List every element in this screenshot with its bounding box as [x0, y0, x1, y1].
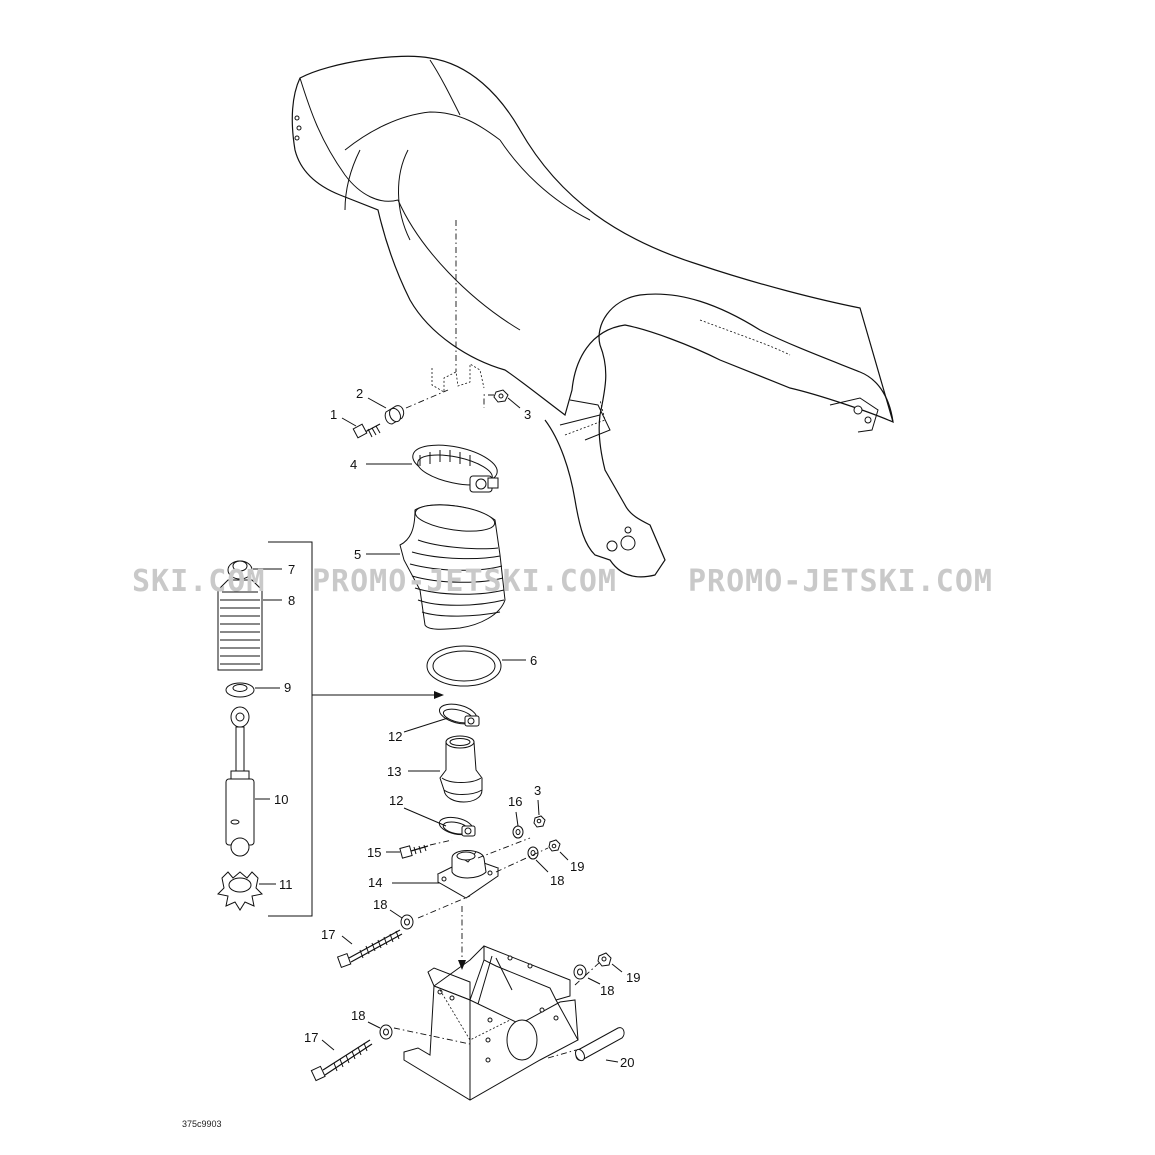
- callout-5: 5: [354, 547, 361, 562]
- watermark-fragment: SKI.COM: [132, 564, 265, 599]
- nut-19-right: [548, 839, 561, 852]
- seat-bracket: [431, 220, 485, 393]
- seat-frame-drawing: [544, 293, 894, 578]
- clamp-4: [412, 444, 499, 493]
- callout-18-right: 18: [550, 873, 564, 888]
- bolt-17-upper: [336, 929, 403, 968]
- callout-7: 7: [288, 562, 295, 577]
- callout-17-upper: 17: [321, 927, 335, 942]
- callout-12-upper: 12: [388, 729, 402, 744]
- callout-1: 1: [330, 407, 337, 422]
- callout-15: 15: [367, 845, 381, 860]
- washer-18-lower: [379, 1024, 393, 1040]
- clamp-12-upper: [438, 703, 480, 727]
- nut-3-lower: [533, 815, 546, 828]
- callout-6: 6: [530, 653, 537, 668]
- callout-8: 8: [288, 593, 295, 608]
- bolt-17-lower: [310, 1039, 373, 1082]
- coupler-13: [439, 735, 483, 803]
- mount-14: [436, 850, 500, 899]
- bolt-15: [399, 844, 429, 859]
- callout-14: 14: [368, 875, 382, 890]
- callout-10: 10: [274, 792, 288, 807]
- bellows-5: [399, 504, 506, 630]
- callout-18-far-right: 18: [600, 983, 614, 998]
- grommet-2: [384, 405, 405, 425]
- nut-19-far-right: [597, 952, 612, 967]
- ring-6: [426, 645, 502, 687]
- callout-3-upper: 3: [524, 407, 531, 422]
- pin-20: [574, 1027, 625, 1062]
- shock-assembly: [216, 560, 264, 911]
- callout-13: 13: [387, 764, 401, 779]
- washer-16: [512, 825, 524, 839]
- bolt-1: [352, 423, 381, 439]
- callout-18-lower: 18: [351, 1008, 365, 1023]
- callout-18-upper: 18: [373, 897, 387, 912]
- seat-drawing: [291, 55, 894, 424]
- callout-9: 9: [284, 680, 291, 695]
- callout-leaders: [321, 397, 623, 1063]
- callout-labels: 1 2 3 4 5 6 7 8 9 10 11 12 13 12 14 15 1…: [274, 386, 640, 1070]
- callout-19-lower: 19: [626, 970, 640, 985]
- callout-20: 20: [620, 1055, 634, 1070]
- callout-19-upper: 19: [570, 859, 584, 874]
- washer-18-far-right: [573, 964, 587, 980]
- shock-leaders: [253, 541, 444, 917]
- callout-11: 11: [279, 877, 293, 892]
- callout-3-lower: 3: [534, 783, 541, 798]
- washer-18-upper: [400, 914, 414, 930]
- callout-12-lower: 12: [389, 793, 403, 808]
- nut-3: [493, 389, 509, 403]
- drawing-code: 375c9903: [182, 1119, 222, 1129]
- mounting-bracket-20-assembly: [403, 945, 579, 1101]
- callout-16: 16: [508, 794, 522, 809]
- callout-17-lower: 17: [304, 1030, 318, 1045]
- clamp-12-lower: [438, 816, 476, 837]
- callout-4: 4: [350, 457, 357, 472]
- callout-2: 2: [356, 386, 363, 401]
- watermark-right: PROMO-JETSKI.COM: [688, 564, 993, 599]
- watermark-center: PROMO-JETSKI.COM: [312, 564, 617, 599]
